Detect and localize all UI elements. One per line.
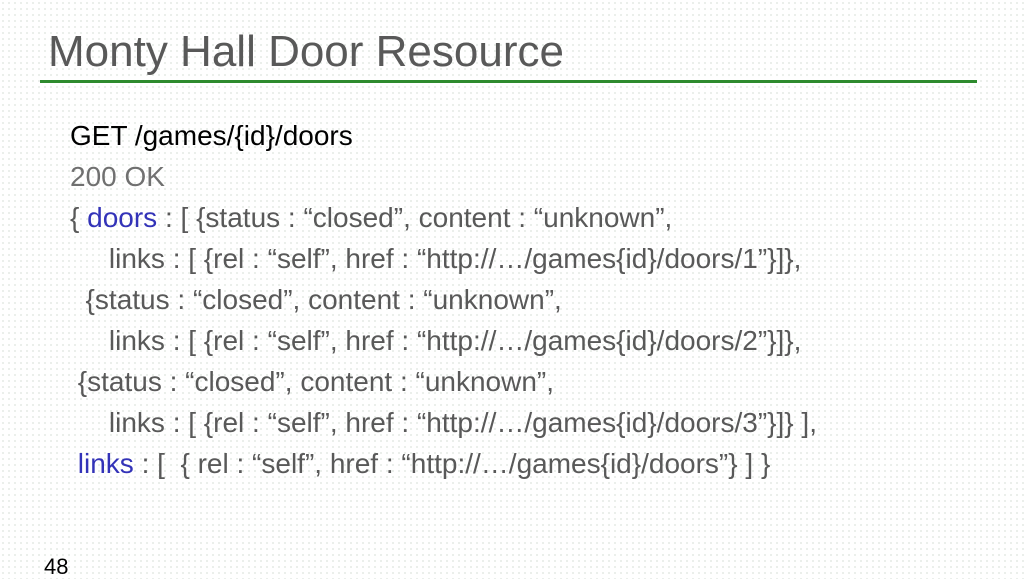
json-line-1-rest: : [ {status : “closed”, content : “unkno…	[157, 202, 673, 233]
json-line-7: links : [ { rel : “self”, href : “http:/…	[70, 443, 1000, 484]
request-line: GET /games/{id}/doors	[70, 120, 353, 151]
code-block: GET /games/{id}/doors 200 OK { doors : […	[70, 115, 1000, 484]
json-line-4: links : [ {rel : “self”, href : “http://…	[70, 325, 802, 356]
json-line-7-rest: : [ { rel : “self”, href : “http://…/gam…	[133, 448, 771, 479]
doors-key: doors	[87, 202, 158, 233]
title-divider	[40, 80, 977, 83]
links-key: links	[77, 448, 134, 479]
response-status: 200 OK	[70, 161, 165, 192]
slide-number: 48	[44, 554, 69, 579]
json-line-1: { doors : [ {status : “closed”, content …	[70, 197, 1000, 238]
slide-title: Monty Hall Door Resource	[48, 27, 564, 76]
json-line-7-indent	[70, 448, 78, 479]
json-line-6: links : [ {rel : “self”, href : “http://…	[70, 407, 817, 438]
json-line-2: links : [ {rel : “self”, href : “http://…	[70, 243, 802, 274]
json-line-3: {status : “closed”, content : “unknown”,	[70, 284, 562, 315]
json-line-5: {status : “closed”, content : “unknown”,	[70, 366, 555, 397]
json-open-brace: {	[70, 202, 88, 233]
